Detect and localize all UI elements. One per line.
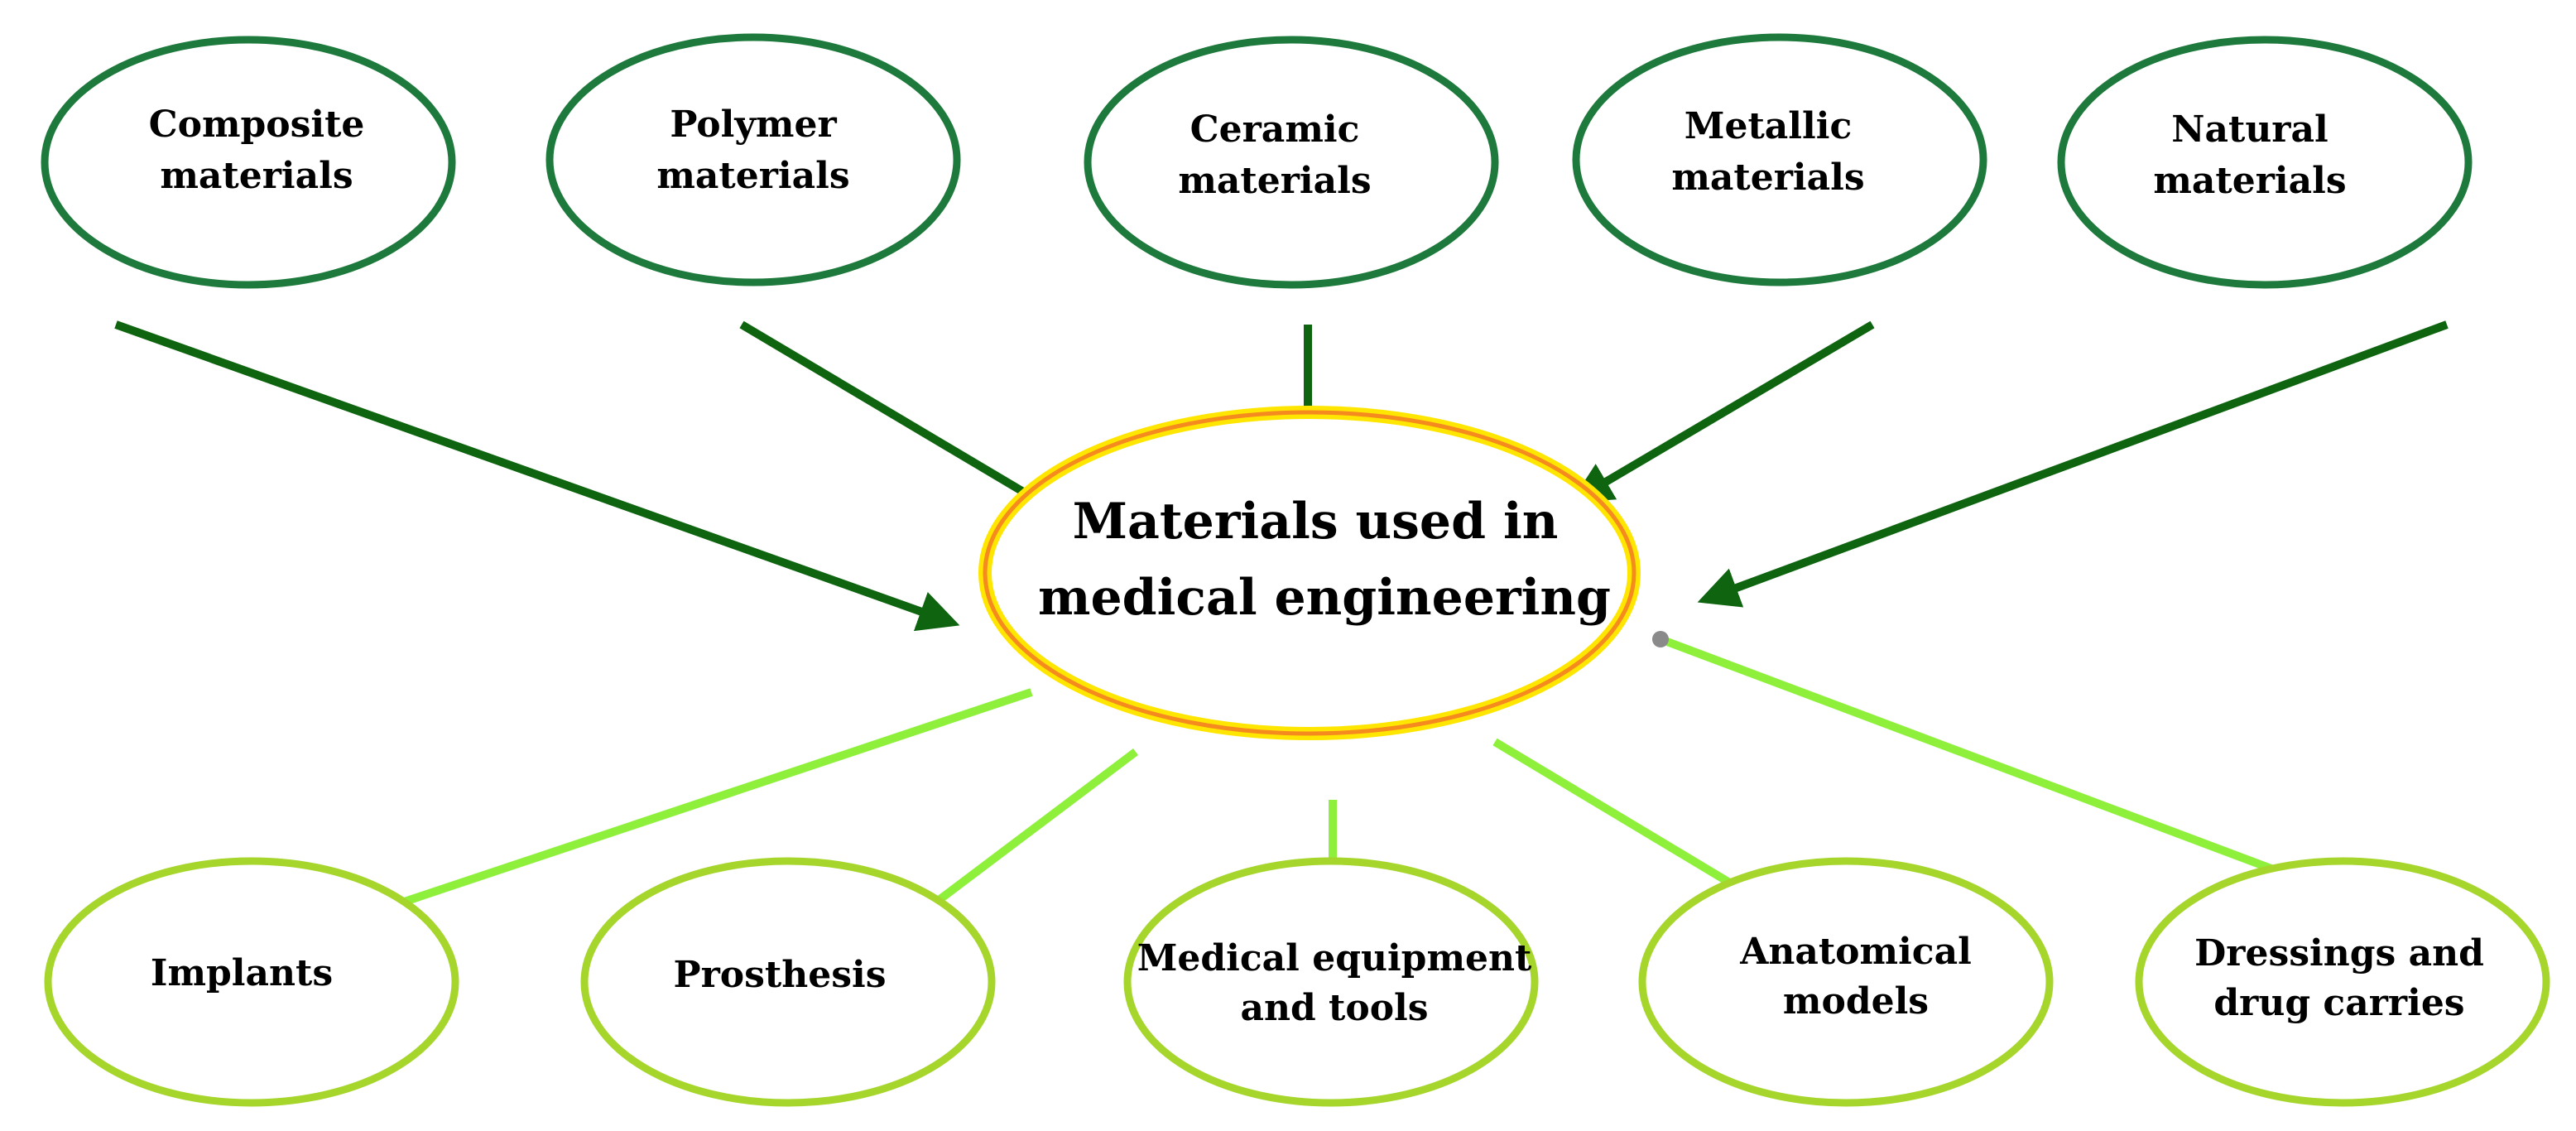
application-label-dressings: Dressings and drug carries — [2194, 929, 2484, 1028]
material-label-line2: materials — [2153, 160, 2347, 202]
material-label-polymer: Polymer materials — [656, 99, 849, 202]
application-label-line2: and tools — [1240, 987, 1429, 1029]
application-node-medical-equipment[interactable] — [1123, 857, 1539, 1107]
center-node[interactable] — [978, 406, 1641, 740]
material-label-ceramic: Ceramic materials — [1178, 104, 1371, 207]
center-label-line1: Materials used in — [1072, 493, 1559, 551]
material-nodes — [41, 33, 2473, 289]
application-label-line1: Implants — [150, 952, 334, 994]
application-label-line1: Anatomical — [1740, 931, 1972, 973]
arrow-polymer-to-center[interactable] — [739, 320, 1075, 523]
material-node-ceramic[interactable] — [1084, 36, 1499, 289]
material-node-natural[interactable] — [2057, 36, 2473, 289]
application-label-line2: models — [1782, 980, 1930, 1023]
application-label-prosthesis: Prosthesis — [674, 951, 887, 1000]
application-label-line2: drug carries — [2213, 982, 2465, 1024]
arrow-metallic-to-center[interactable] — [1570, 320, 1875, 503]
arrow-natural-to-center[interactable] — [1697, 320, 2449, 608]
material-label-line2: materials — [1671, 156, 1865, 199]
material-label-line2: materials — [656, 155, 850, 197]
application-node-anatomical-models[interactable] — [1638, 857, 2054, 1107]
application-label-anatomical-models: Anatomical models — [1740, 927, 1972, 1027]
center-label-line2: medical engineering — [1038, 569, 1611, 627]
application-nodes — [44, 857, 2550, 1107]
material-label-line1: Natural — [2171, 108, 2328, 151]
material-label-metallic: Metallic materials — [1671, 101, 1864, 204]
center-node-label: Materials used in medical engineering — [1038, 484, 1611, 636]
application-node-dressings[interactable] — [2135, 857, 2550, 1107]
material-label-line1: Ceramic — [1189, 108, 1360, 151]
material-label-natural: Natural materials — [2153, 104, 2346, 207]
material-label-line2: materials — [1178, 160, 1372, 202]
application-label-line1: Medical equipment — [1137, 937, 1532, 979]
center-node-inner-ring — [983, 410, 1636, 736]
material-label-line1: Polymer — [670, 103, 837, 146]
material-node-metallic[interactable] — [1572, 33, 1987, 286]
material-label-line1: Composite — [148, 103, 365, 146]
selection-handle-start[interactable] — [1652, 631, 1669, 647]
application-label-implants: Implants — [151, 949, 333, 999]
application-label-line1: Prosthesis — [673, 954, 887, 996]
material-node-polymer[interactable] — [545, 33, 961, 286]
material-label-line1: Metallic — [1684, 105, 1853, 147]
arrow-composite-to-center[interactable] — [114, 320, 960, 632]
application-label-medical-equipment: Medical equipment and tools — [1137, 934, 1532, 1033]
material-label-line2: materials — [160, 155, 353, 197]
material-arrows — [114, 320, 2449, 632]
material-label-composite: Composite materials — [149, 99, 365, 202]
application-label-line1: Dressings and — [2194, 932, 2484, 975]
application-node-prosthesis[interactable] — [580, 857, 996, 1107]
application-node-implants[interactable] — [44, 857, 459, 1107]
material-node-composite[interactable] — [41, 36, 456, 289]
